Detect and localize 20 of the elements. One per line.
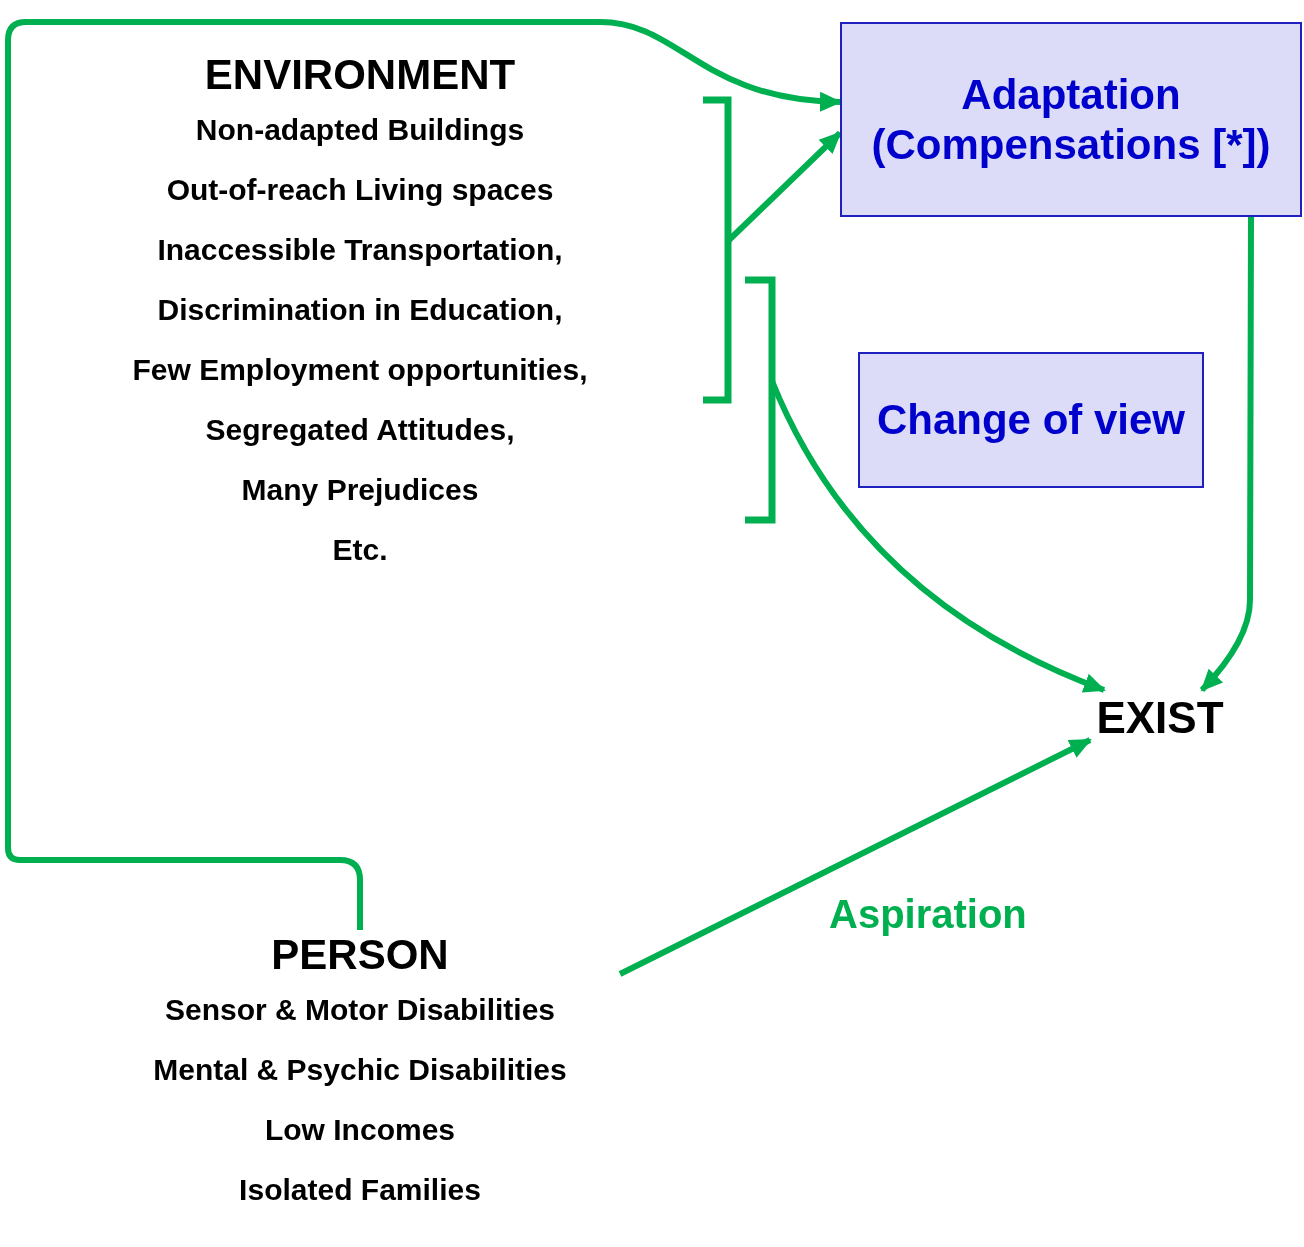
- process-box: Adaptation (Compensations [*]): [840, 22, 1302, 217]
- list-item: Low Incomes: [263, 1112, 456, 1148]
- list-item: Non-adapted Buildings: [194, 112, 526, 148]
- list-item: Few Employment opportunities,: [131, 352, 589, 388]
- process-box: Change of view: [858, 352, 1204, 488]
- list-item: Sensor & Motor Disabilities: [163, 992, 557, 1028]
- arrow: [1199, 217, 1254, 693]
- list-item: Discrimination in Education,: [156, 292, 564, 328]
- list-item: Isolated Families: [238, 1172, 482, 1208]
- heading: PERSON: [270, 930, 450, 980]
- label-text: EXIST: [1090, 690, 1230, 746]
- list-item: Segregated Attitudes,: [204, 412, 516, 448]
- list-item: Mental & Psychic Disabilities: [152, 1052, 568, 1088]
- list-item: Inaccessible Transportation,: [156, 232, 564, 268]
- list-item: Etc.: [331, 532, 389, 568]
- list-item: Many Prejudices: [240, 472, 480, 508]
- heading: ENVIRONMENT: [203, 50, 517, 100]
- arrow: [5, 19, 842, 930]
- arrow: [618, 737, 1092, 977]
- list-item: Out-of-reach Living spaces: [165, 172, 555, 208]
